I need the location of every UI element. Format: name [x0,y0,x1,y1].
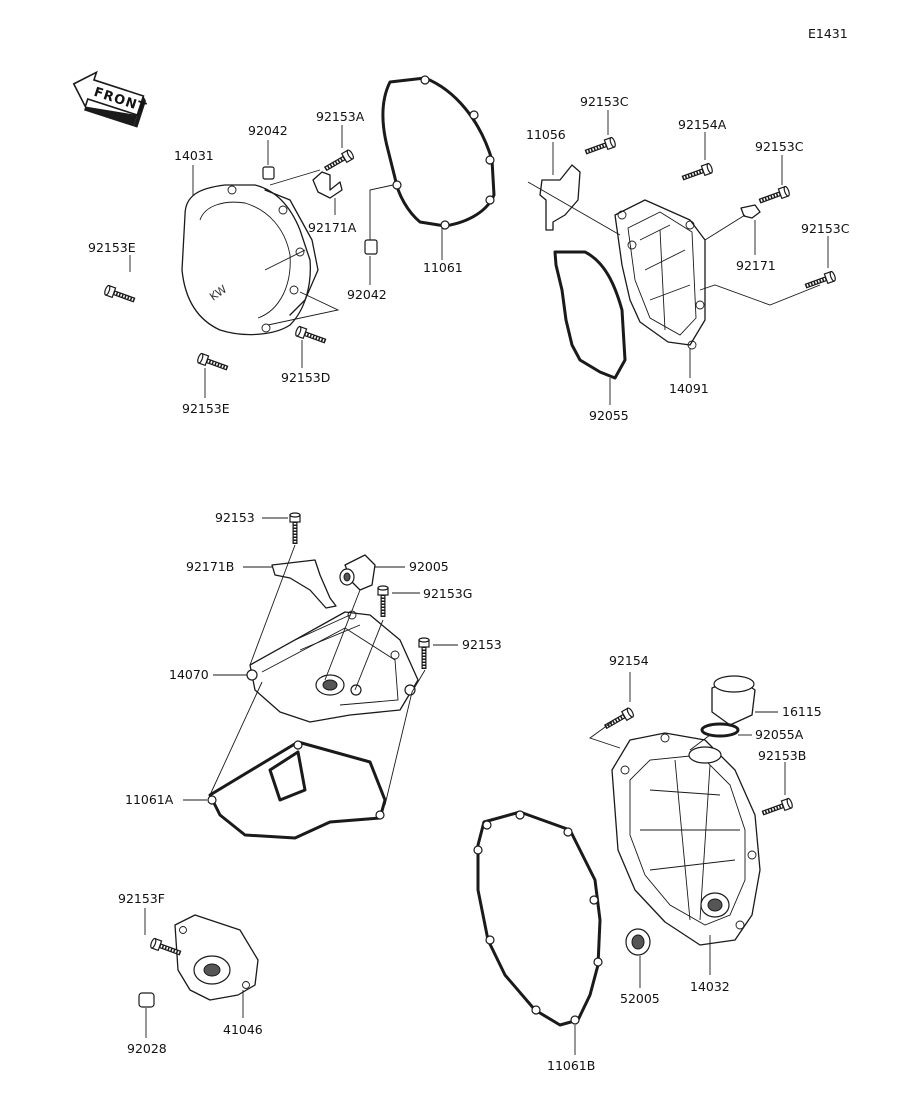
callout-11056: 11056 [526,127,566,142]
callout-92153C-middle: 92153C [755,139,804,154]
callout-92028: 92028 [127,1041,167,1056]
callout-14091: 14091 [669,381,709,396]
callout-92153A: 92153A [316,109,365,124]
callout-92153-top: 92153 [215,510,255,525]
filler-cap-16115 [711,675,756,726]
bolt-92154A [681,163,714,183]
bolt-92153C-right [804,271,837,291]
callout-14070: 14070 [169,667,209,682]
dowel-pin-92042-top [262,166,275,180]
gasket-11061A [207,740,387,840]
leaders-top-right [527,110,829,405]
clamp-92171A [312,171,343,199]
callout-92171: 92171 [736,258,776,273]
callout-92153B: 92153B [758,748,806,763]
callout-92171B: 92171B [186,559,234,574]
figure-code: E1431 [808,26,848,41]
callout-14031: 14031 [174,148,214,163]
callout-92154A: 92154A [678,117,727,132]
dowel-pin-92042-bottom [364,239,378,255]
callout-11061B: 11061B [547,1058,595,1073]
clamp-92171 [740,204,761,219]
bolt-92153C-middle [758,186,791,206]
callout-92153-right: 92153 [462,637,502,652]
o-ring-92055A [700,722,740,738]
callout-92153C-left: 92153C [580,94,629,109]
fitting-92005 [339,554,376,591]
callout-92153E-top: 92153E [88,240,136,255]
callout-92055A: 92055A [755,727,804,742]
clamp-92171B [271,559,337,609]
svg-text:KW: KW [207,283,229,304]
bolt-92153E-top [104,285,137,305]
gasket-92055 [553,250,627,380]
callout-16115: 16115 [782,704,822,719]
callout-92042-top: 92042 [248,123,288,138]
callout-92042-bottom: 92042 [347,287,387,302]
gasket-11061 [381,75,496,230]
cover-14070 [246,610,419,723]
callout-14032: 14032 [690,979,730,994]
callout-92153E-bottom: 92153E [182,401,230,416]
callout-52005: 52005 [620,991,660,1006]
bracket-11056 [539,164,581,231]
bolt-92153-right [419,638,429,669]
callout-92154: 92154 [609,653,649,668]
bolt-92153A [323,149,355,173]
generator-cover-14031: KW [181,184,319,336]
callout-92055: 92055 [589,408,629,423]
callout-92153F: 92153F [118,891,165,906]
bolt-92153B [761,798,794,818]
bolt-92153C-left [584,137,617,157]
bolt-92154 [603,707,635,731]
cover-41046 [174,914,259,1001]
callout-92153D: 92153D [281,370,330,385]
callout-92153G: 92153G [423,586,472,601]
callout-92005: 92005 [409,559,449,574]
callout-92171A: 92171A [308,220,357,235]
leaders-middle-left [183,517,458,806]
clutch-cover-14032 [611,732,761,946]
callout-11061A: 11061A [125,792,174,807]
callout-92153C-right: 92153C [801,221,850,236]
callout-11061: 11061 [423,260,463,275]
leaders-bottom-left [144,908,244,1038]
gasket-11061B [473,810,603,1027]
bolt-92153D [295,326,328,346]
bolt-92153G [378,586,388,617]
front-direction-arrow-icon: FRONT [72,70,149,128]
cover-14091 [614,199,706,350]
callout-41046: 41046 [223,1022,263,1037]
bolt-92153E-bottom [197,353,230,373]
dowel-92028 [138,992,155,1008]
bolt-92153-top [290,513,300,544]
callout-labels: 14031 92042 92153A 92153E 92171A 92042 1… [88,94,850,1073]
oil-seal-52005 [625,928,651,956]
leaders-top-left [129,125,443,398]
leaders-bottom-right [574,672,786,1055]
